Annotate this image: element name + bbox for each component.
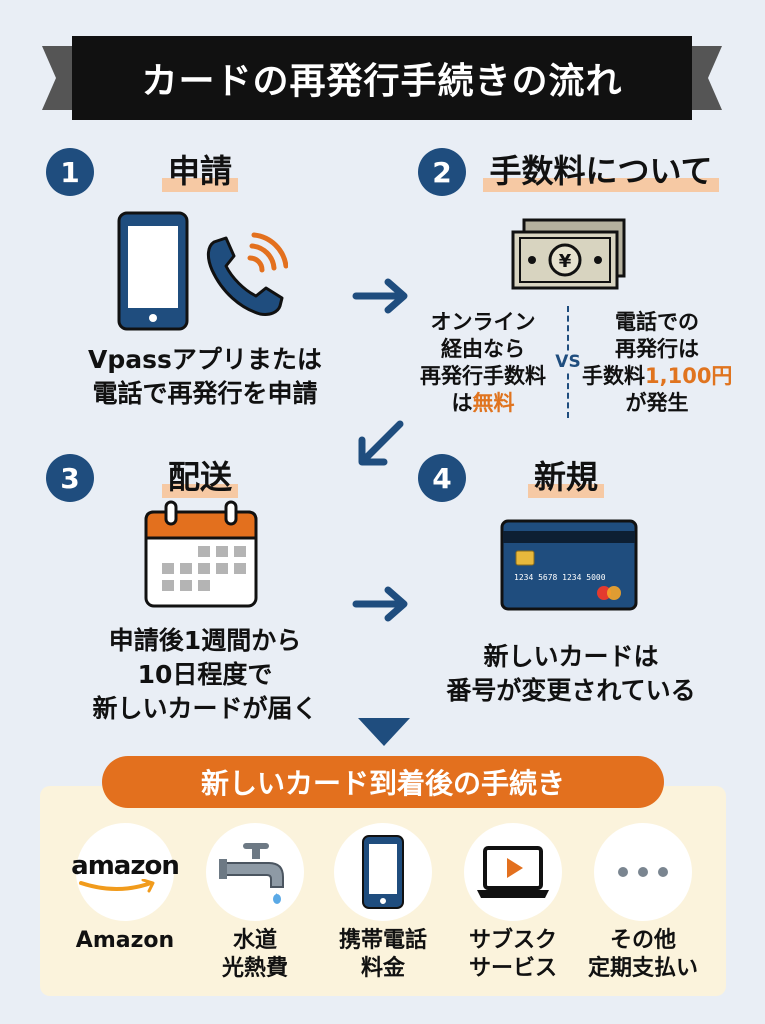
step-1-number: 1: [46, 148, 94, 196]
card-number: 1234 5678 1234 5000: [514, 573, 606, 582]
laptop-play-icon: [477, 846, 549, 898]
arrow-right-icon: [352, 586, 408, 622]
service-label-subscription: サブスク サービス: [468, 928, 557, 981]
arrow-right-icon: [352, 278, 408, 314]
step-3-number: 3: [46, 454, 94, 502]
amazon-circle: amazon: [71, 823, 180, 921]
svg-text:¥: ¥: [559, 251, 572, 272]
step-4-number: 4: [418, 454, 466, 502]
page-title: カードの再発行手続きの流れ: [141, 61, 623, 102]
arrow-down-left-icon: [358, 420, 404, 466]
fee-free-highlight: 無料: [472, 391, 515, 415]
amazon-logo: amazon: [71, 851, 180, 881]
step-4-caption: 新しいカードは 番号が変更されている: [446, 642, 696, 705]
smartphone-icon: [362, 835, 404, 909]
fee-phone: 電話での 再発行は 手数料1,100円 が発生: [582, 310, 733, 415]
step-1-title: 申請: [161, 146, 238, 192]
service-label-utilities: 水道 光熱費: [221, 928, 288, 981]
step-2-number: 2: [418, 148, 466, 196]
credit-card-icon: 1234 5678 1234 5000: [500, 519, 638, 611]
after-arrival-title: 新しいカード到着後の手続き: [102, 756, 664, 808]
triangle-down-icon: [358, 718, 410, 746]
faucet-icon: [219, 843, 284, 904]
step-2-title: 手数料について: [483, 146, 719, 192]
phone-ringing-icon: [206, 232, 288, 316]
vs-label: VS: [553, 352, 583, 372]
step-3-caption: 申請後1週間から 10日程度で 新しいカードが届く: [92, 626, 318, 723]
fee-online: オンライン 経由なら 再発行手数料 は無料: [420, 310, 546, 415]
service-label-mobile: 携帯電話 料金: [338, 928, 427, 981]
calendar-icon: [144, 500, 258, 608]
mobile-circle: [334, 823, 432, 921]
step-4-title: 新規: [527, 452, 604, 498]
other-circle: [594, 823, 692, 921]
service-label-amazon: Amazon: [75, 928, 175, 953]
ellipsis-icon: [618, 867, 668, 877]
amazon-smile-icon: [79, 879, 155, 893]
smartphone-icon: [117, 211, 189, 331]
step-1-caption: Vpassアプリまたは 電話で再発行を申請: [88, 345, 322, 408]
banner-shape: [42, 36, 722, 120]
subscription-circle: [464, 823, 562, 921]
yen-banknote-icon: ¥: [511, 218, 626, 290]
step-3-title: 配送: [161, 452, 238, 498]
service-label-other: その他 定期支払い: [587, 928, 698, 981]
utilities-circle: [206, 823, 304, 921]
title-banner: カードの再発行手続きの流れ: [42, 36, 722, 120]
fee-amount-highlight: 1,100円: [645, 364, 733, 388]
